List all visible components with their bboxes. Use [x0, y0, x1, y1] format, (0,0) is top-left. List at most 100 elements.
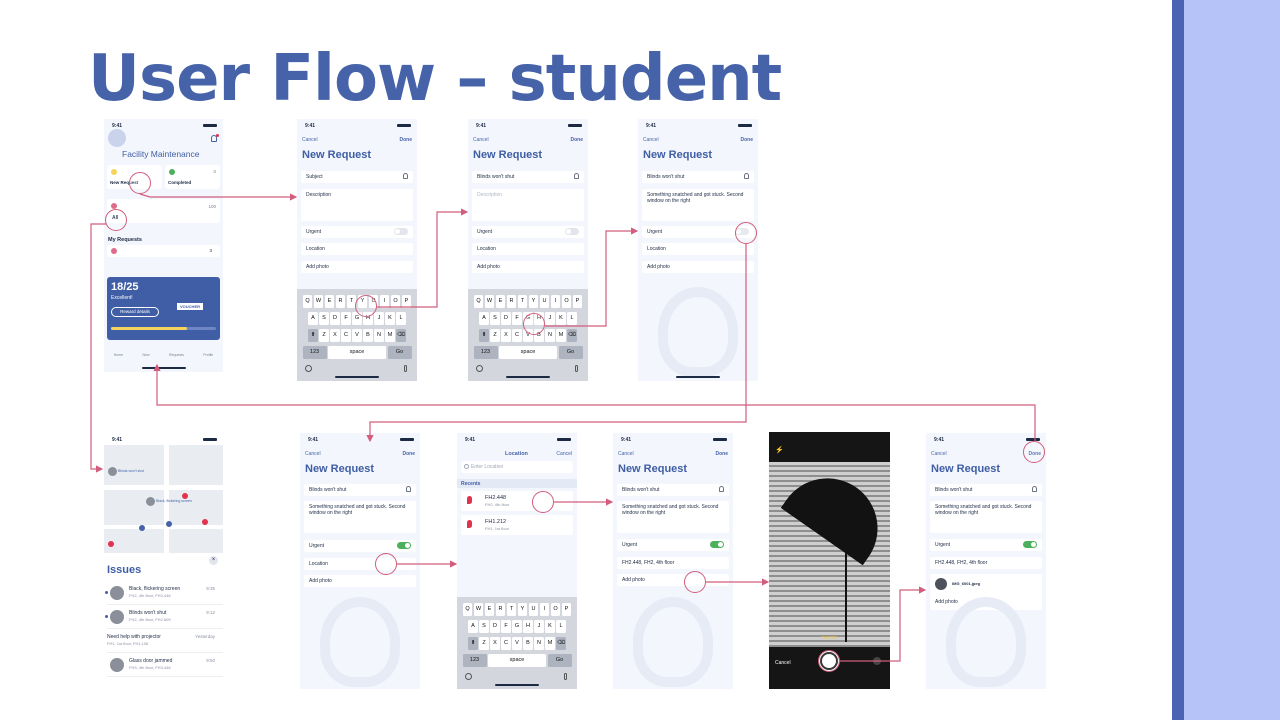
key-q[interactable]: Q: [462, 603, 473, 616]
key-d[interactable]: D: [501, 312, 511, 325]
key-v[interactable]: V: [352, 329, 362, 342]
shift-key[interactable]: ⬆: [479, 329, 489, 342]
key-i[interactable]: I: [550, 295, 561, 308]
key-w[interactable]: W: [484, 295, 495, 308]
key-m[interactable]: M: [556, 329, 566, 342]
key-x[interactable]: X: [490, 637, 500, 650]
key-z[interactable]: Z: [319, 329, 329, 342]
add-photo-row[interactable]: Add photo: [617, 574, 729, 586]
done-button[interactable]: Done: [399, 137, 413, 143]
key-k[interactable]: K: [556, 312, 566, 325]
notification-bell-icon[interactable]: [211, 135, 217, 142]
backspace-key[interactable]: ⌫: [567, 329, 577, 342]
key-j[interactable]: J: [374, 312, 384, 325]
completed-tile[interactable]: 0 Completed: [165, 165, 220, 189]
go-key[interactable]: Go: [387, 346, 412, 359]
key-x[interactable]: X: [330, 329, 340, 342]
key-p[interactable]: P: [561, 603, 572, 616]
go-key[interactable]: Go: [547, 654, 572, 667]
subject-field[interactable]: Subject: [301, 171, 413, 183]
done-button[interactable]: Done: [570, 137, 584, 143]
key-e[interactable]: E: [495, 295, 506, 308]
subject-field[interactable]: Blinds won't shut: [617, 484, 729, 496]
key-d[interactable]: D: [490, 620, 500, 633]
reward-details-button[interactable]: Reward details: [111, 307, 159, 317]
key-i[interactable]: I: [539, 603, 550, 616]
urgent-toggle[interactable]: [710, 541, 724, 548]
key-r[interactable]: R: [495, 603, 506, 616]
cancel-button[interactable]: Cancel: [643, 137, 659, 143]
key-z[interactable]: Z: [479, 637, 489, 650]
key-w[interactable]: W: [313, 295, 324, 308]
emoji-icon[interactable]: [305, 365, 312, 372]
key-g[interactable]: G: [512, 620, 522, 633]
subject-field[interactable]: Blinds won't shut: [930, 484, 1042, 496]
key-u[interactable]: U: [528, 603, 539, 616]
description-field[interactable]: Something snatched and got stuck. Second…: [617, 501, 729, 533]
key-t[interactable]: T: [517, 295, 528, 308]
key-d[interactable]: D: [330, 312, 340, 325]
recent-location-item[interactable]: FH2.448 FH2, 4th floor: [461, 491, 573, 511]
key-w[interactable]: W: [473, 603, 484, 616]
key-b[interactable]: B: [523, 637, 533, 650]
key-q[interactable]: Q: [302, 295, 313, 308]
key-h[interactable]: H: [363, 312, 373, 325]
subject-field[interactable]: Blinds won't shut: [304, 484, 416, 496]
nav-requests[interactable]: Requests: [169, 353, 184, 357]
emoji-icon[interactable]: [476, 365, 483, 372]
key-o[interactable]: O: [390, 295, 401, 308]
key-j[interactable]: J: [534, 620, 544, 633]
sheet-close-icon[interactable]: ×: [209, 556, 218, 565]
key-a[interactable]: A: [479, 312, 489, 325]
description-field[interactable]: Something snatched and got stuck. Second…: [930, 501, 1042, 533]
key-c[interactable]: C: [341, 329, 351, 342]
done-button[interactable]: Done: [715, 451, 729, 457]
map-pin-icon[interactable]: [166, 521, 172, 527]
numbers-key[interactable]: 123: [473, 346, 498, 359]
key-n[interactable]: N: [534, 637, 544, 650]
add-photo-row[interactable]: Add photo: [304, 575, 416, 587]
description-field[interactable]: Description: [472, 189, 584, 221]
key-k[interactable]: K: [385, 312, 395, 325]
urgent-toggle[interactable]: [397, 542, 411, 549]
key-b[interactable]: B: [363, 329, 373, 342]
key-f[interactable]: F: [512, 312, 522, 325]
key-z[interactable]: Z: [490, 329, 500, 342]
space-key[interactable]: space: [488, 654, 546, 667]
key-s[interactable]: S: [490, 312, 500, 325]
key-m[interactable]: M: [385, 329, 395, 342]
switch-camera-icon[interactable]: [873, 657, 881, 665]
key-u[interactable]: U: [539, 295, 550, 308]
nav-profile[interactable]: Profile: [203, 353, 214, 357]
microphone-icon[interactable]: [575, 365, 578, 372]
map-pin-icon[interactable]: [202, 519, 208, 525]
key-y[interactable]: Y: [528, 295, 539, 308]
key-s[interactable]: S: [479, 620, 489, 633]
key-c[interactable]: C: [501, 637, 511, 650]
key-h[interactable]: H: [523, 620, 533, 633]
recent-location-item[interactable]: FH1.212 FH1, 1st floor: [461, 515, 573, 535]
add-photo-row[interactable]: Add photo: [472, 261, 584, 273]
cancel-button[interactable]: Cancel: [302, 137, 318, 143]
emoji-icon[interactable]: [465, 673, 472, 680]
location-row[interactable]: FH2.448, FH2, 4th floor: [930, 557, 1042, 569]
description-field[interactable]: Something snatched and got stuck. Second…: [642, 189, 754, 221]
key-k[interactable]: K: [545, 620, 555, 633]
key-t[interactable]: T: [506, 603, 517, 616]
key-a[interactable]: A: [308, 312, 318, 325]
map-pin-icon[interactable]: [182, 493, 188, 499]
numbers-key[interactable]: 123: [462, 654, 487, 667]
shift-key[interactable]: ⬆: [468, 637, 478, 650]
key-y[interactable]: Y: [517, 603, 528, 616]
key-x[interactable]: X: [501, 329, 511, 342]
subject-field[interactable]: Blinds won't shut: [642, 171, 754, 183]
camera-mode-label[interactable]: PHOTO: [821, 635, 837, 640]
location-cancel-button[interactable]: Cancel: [556, 451, 572, 457]
key-o[interactable]: O: [550, 603, 561, 616]
key-l[interactable]: L: [567, 312, 577, 325]
subject-field[interactable]: Blinds won't shut: [472, 171, 584, 183]
key-p[interactable]: P: [401, 295, 412, 308]
key-e[interactable]: E: [324, 295, 335, 308]
